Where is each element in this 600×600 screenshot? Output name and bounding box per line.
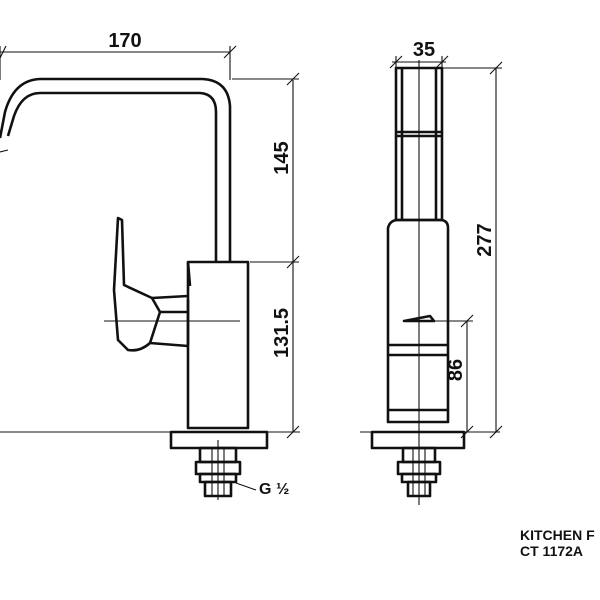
dim-35: 35 (413, 39, 435, 61)
title-line-1: KITCHEN F (520, 527, 595, 543)
side-dimensions: 170 145 131.5 G ½ (0, 30, 300, 498)
front-dimensions: 35 277 86 (389, 39, 503, 439)
side-view (0, 77, 300, 500)
title-line-2: CT 1172A (520, 543, 584, 559)
title-block: KITCHEN F CT 1172A (520, 527, 600, 559)
handle-lever (112, 216, 162, 352)
front-view (360, 60, 500, 505)
faucet-body (186, 260, 250, 430)
front-body (386, 218, 450, 424)
spout-inner (6, 91, 218, 262)
base-plate (169, 430, 269, 450)
dim-131-5: 131.5 (271, 308, 293, 358)
spout (0, 77, 232, 262)
thread-size: ½ (276, 481, 289, 498)
dim-145: 145 (271, 141, 293, 174)
dim-277: 277 (474, 223, 496, 256)
thread-label: G (259, 481, 271, 498)
dim-170: 170 (108, 30, 141, 52)
front-base-plate (370, 430, 466, 450)
dim-86: 86 (445, 359, 467, 381)
